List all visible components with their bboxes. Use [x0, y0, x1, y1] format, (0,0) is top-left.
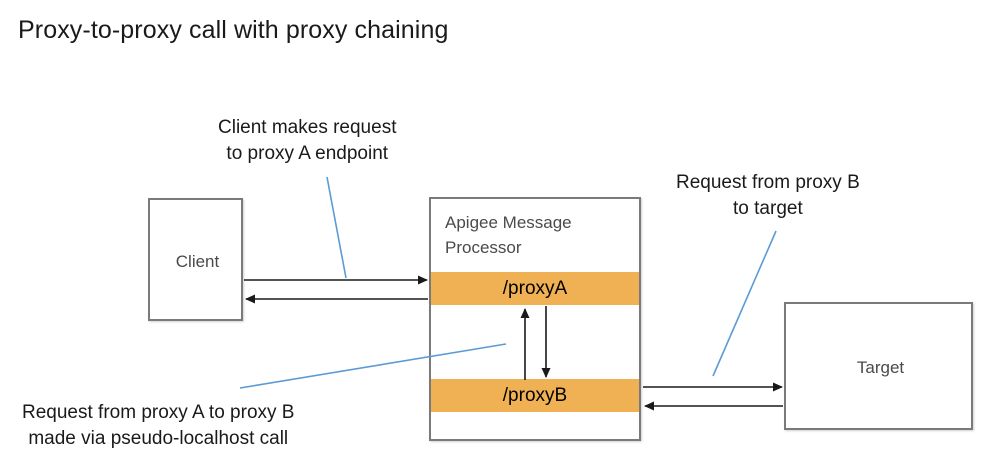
annotation-client-request: Client makes request to proxy A endpoint: [218, 115, 396, 167]
annotation-proxy-chaining-line1: Request from proxy A to proxy B: [22, 402, 295, 423]
proxy-a-label: /proxyA: [502, 277, 568, 299]
client-node: Client: [148, 198, 243, 321]
proxy-b-band: /proxyB: [431, 379, 639, 412]
target-node-label: Target: [856, 358, 905, 377]
leader-line-proxyb-target: [712, 230, 777, 377]
page-title: Proxy-to-proxy call with proxy chaining: [18, 16, 449, 44]
proxy-a-band: /proxyA: [431, 272, 639, 305]
client-node-label: Client: [175, 251, 220, 271]
proxy-b-label: /proxyB: [502, 384, 568, 406]
annotation-client-request-line1: Client makes request: [218, 117, 397, 138]
annotation-proxyb-target: Request from proxy B to target: [676, 170, 860, 222]
annotation-proxy-chaining-line2: made via pseudo-localhost call: [28, 428, 289, 449]
annotation-proxyb-target-line1: Request from proxy B: [676, 172, 860, 193]
annotation-proxyb-target-line2: to target: [733, 198, 803, 219]
annotation-client-request-line2: to proxy A endpoint: [226, 143, 389, 164]
target-node: Target: [784, 302, 973, 430]
leader-line-client-request: [326, 176, 347, 279]
message-processor-node: Apigee Message Processor /proxyA /proxyB: [429, 197, 641, 441]
annotation-proxy-chaining: Request from proxy A to proxy B made via…: [22, 400, 294, 452]
message-processor-title: Apigee Message Processor: [445, 213, 572, 257]
